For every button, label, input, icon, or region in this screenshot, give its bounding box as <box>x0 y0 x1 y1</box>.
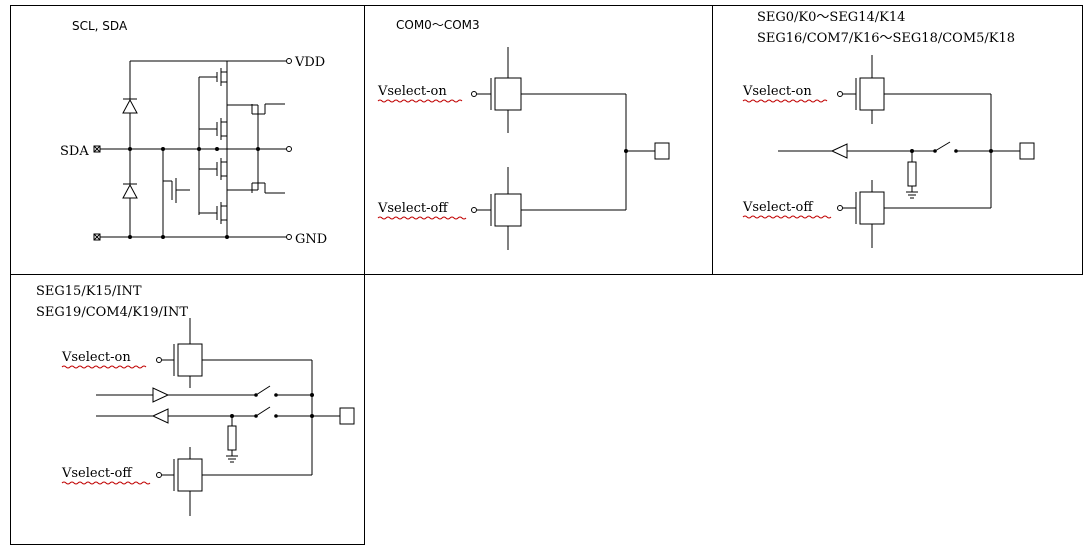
vselect-off-label: Vselect-off <box>377 201 449 216</box>
output-buffer-triangle <box>152 387 170 403</box>
input-buffer-triangle <box>151 408 169 424</box>
vselect-on-switch: Vselect-on <box>61 318 312 388</box>
seg-output-pad <box>1019 142 1035 160</box>
cell-title-line2: SEG16/COM7/K16～SEG18/COM5/K18 <box>757 31 1015 46</box>
input-buffer-stack <box>198 61 285 237</box>
vselect-on-label: Vselect-on <box>742 84 812 99</box>
upper-protection-diode <box>122 98 138 114</box>
sda-internal-terminal <box>286 146 292 152</box>
vdd-label: VDD <box>294 55 325 70</box>
com-schematic: COM0～COM3 Vselect-on Vselect-off <box>377 18 670 250</box>
table-frame <box>10 5 1083 545</box>
seg-int-output-pad <box>339 407 355 425</box>
vselect-off-switch: Vselect-off <box>377 167 626 250</box>
com-output-pad <box>654 142 670 160</box>
vselect-off-label: Vselect-off <box>742 200 814 215</box>
cell-seg-k-frame <box>712 5 1083 275</box>
pull-resistor <box>907 161 917 187</box>
output-switch <box>255 385 271 396</box>
vselect-on-switch: Vselect-on <box>377 47 626 133</box>
cell-com-frame <box>364 5 713 275</box>
cell-title: COM0～COM3 <box>396 18 480 32</box>
vselect-off-switch: Vselect-off <box>742 180 991 248</box>
cell-seg-int-frame <box>10 274 365 545</box>
key-switch <box>934 141 951 152</box>
pull-resistor <box>227 425 237 451</box>
vselect-on-label: Vselect-on <box>61 350 131 365</box>
vselect-on-switch: Vselect-on <box>742 55 991 124</box>
open-drain-nmos <box>162 149 190 237</box>
cell-title: SCL, SDA <box>72 19 128 33</box>
gnd-terminal <box>286 234 292 240</box>
seg-k-schematic: SEG0/K0～SEG14/K14 SEG16/COM7/K16～SEG18/C… <box>742 10 1035 248</box>
cell-title-line1: SEG0/K0～SEG14/K14 <box>757 10 905 25</box>
vselect-off-label: Vselect-off <box>61 466 133 481</box>
lower-protection-diode <box>122 183 138 199</box>
input-buffer-triangle <box>830 143 848 159</box>
cell-title-line1: SEG15/K15/INT <box>36 284 142 299</box>
sda-label: SDA <box>60 144 89 159</box>
scl-sda-schematic: SCL, SDA VDD GND SDA <box>60 19 327 247</box>
input-switch <box>255 406 271 417</box>
vselect-on-label: Vselect-on <box>377 84 447 99</box>
seg-int-schematic: SEG15/K15/INT SEG19/COM4/K19/INT Vselect… <box>36 284 355 516</box>
vdd-terminal <box>286 58 292 64</box>
vselect-off-switch: Vselect-off <box>61 447 312 516</box>
cell-title-line2: SEG19/COM4/K19/INT <box>36 305 188 320</box>
gnd-label: GND <box>295 232 327 247</box>
